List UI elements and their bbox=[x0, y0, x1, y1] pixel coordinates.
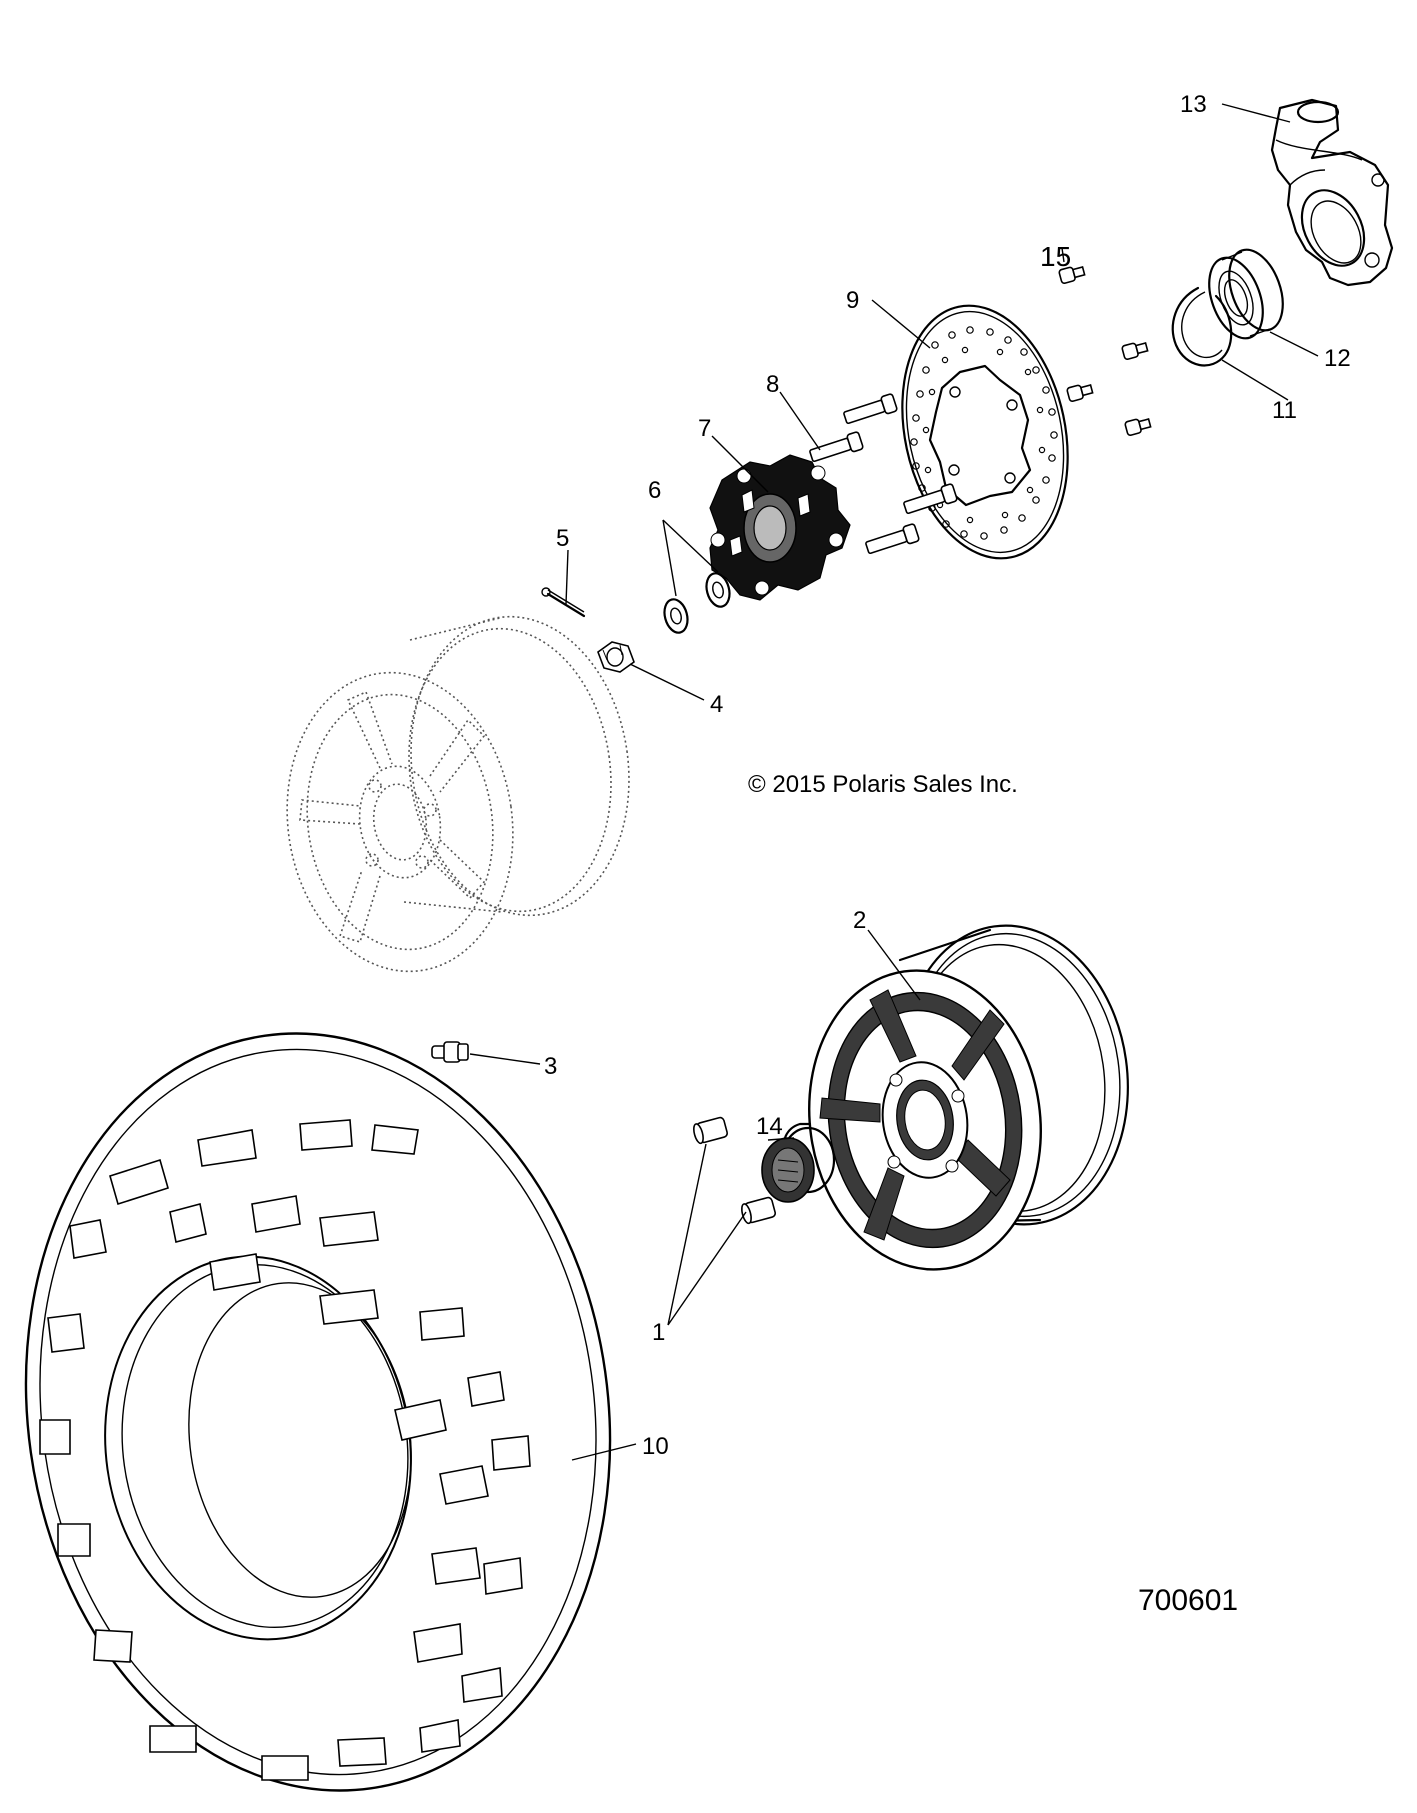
callout-1: 1 bbox=[652, 1319, 665, 1346]
callout-7: 7 bbox=[698, 415, 711, 442]
callout-3: 3 bbox=[544, 1053, 557, 1080]
copyright-notice: © 2015 Polaris Sales Inc. bbox=[748, 771, 1018, 798]
callout-12: 12 bbox=[1324, 345, 1351, 372]
callout-2: 2 bbox=[853, 907, 866, 934]
wheel-rim-part bbox=[808, 924, 1129, 1271]
wheel-bearing-part bbox=[1208, 248, 1284, 340]
lug-nuts-part bbox=[693, 1116, 777, 1225]
callout-10: 10 bbox=[642, 1433, 669, 1460]
callout-14: 14 bbox=[756, 1113, 783, 1140]
tire-part bbox=[24, 1032, 612, 1792]
callout-4: 4 bbox=[710, 691, 723, 718]
callout-13: 13 bbox=[1180, 91, 1207, 118]
cotter-pin-part bbox=[541, 587, 586, 618]
steering-knuckle-part bbox=[1270, 98, 1394, 287]
brake-disc-part bbox=[901, 304, 1069, 560]
leader-lines bbox=[469, 103, 1319, 1461]
valve-stem-part bbox=[431, 1041, 469, 1063]
castle-nut-part bbox=[597, 641, 635, 673]
brake-disc-bolts-part bbox=[1058, 266, 1152, 436]
callout-8: 8 bbox=[766, 371, 779, 398]
wheel-hub-part bbox=[709, 454, 851, 601]
callout-6: 6 bbox=[648, 477, 661, 504]
washers-part bbox=[663, 572, 731, 634]
callout-9: 9 bbox=[846, 287, 859, 314]
snap-ring-part bbox=[1171, 286, 1233, 367]
callout-11: 11 bbox=[1272, 397, 1297, 424]
callout-5: 5 bbox=[556, 525, 569, 552]
wheel-rim-ghost-outline bbox=[286, 615, 630, 973]
hub-studs-part bbox=[809, 393, 958, 555]
callout-15: 15 bbox=[1040, 241, 1071, 272]
figure-number: 700601 bbox=[1138, 1584, 1238, 1617]
